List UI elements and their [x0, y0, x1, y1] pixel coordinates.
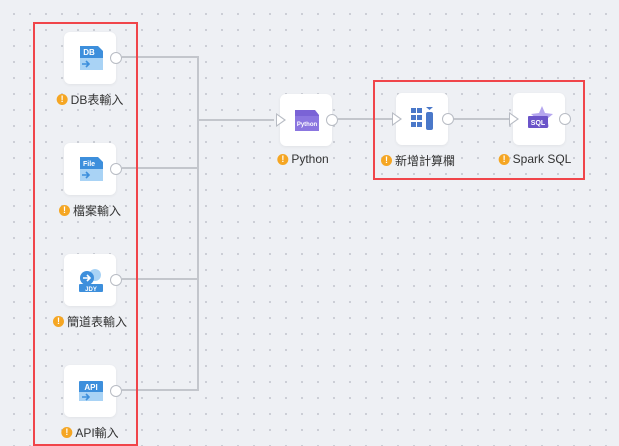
- warning-icon: !: [380, 155, 392, 166]
- node-label: !簡道表輸入: [52, 313, 128, 330]
- selection-box-transforms: [373, 80, 585, 180]
- svg-text:DB: DB: [83, 48, 95, 57]
- node-file-input[interactable]: File: [64, 143, 122, 195]
- node-add-calculated-column[interactable]: [392, 93, 454, 145]
- node-label: !API輸入: [61, 424, 119, 441]
- warning-icon: !: [58, 205, 70, 216]
- jdy-icon: JDY: [79, 269, 103, 293]
- warning-icon: !: [498, 153, 510, 165]
- output-port[interactable]: [442, 113, 454, 125]
- selection-box-inputs: [33, 22, 138, 446]
- node-label: !DB表輸入: [56, 91, 124, 108]
- node-api-input[interactable]: API: [64, 365, 122, 417]
- node-db-input[interactable]: DB: [64, 32, 122, 84]
- svg-text:File: File: [83, 161, 95, 168]
- output-port[interactable]: [110, 385, 122, 397]
- input-port[interactable]: [276, 113, 286, 127]
- svg-text:JDY: JDY: [85, 287, 97, 293]
- node-label: !Spark SQL: [498, 152, 572, 166]
- output-port[interactable]: [110, 163, 122, 175]
- python-icon: Python: [295, 110, 319, 131]
- spark-sql-icon: SQL: [528, 106, 553, 128]
- label-text: 檔案輸入: [72, 204, 122, 218]
- edge-api-python: [122, 120, 199, 391]
- node-label: !檔案輸入: [58, 202, 122, 219]
- node-label: !新增計算欄: [380, 152, 456, 169]
- calculated-column-icon: [411, 107, 433, 130]
- warning-icon: !: [56, 94, 68, 105]
- file-icon: File: [80, 157, 103, 181]
- label-text: API輸入: [75, 426, 119, 440]
- node-label: !Python: [277, 152, 329, 166]
- edge-db-python: [122, 56, 274, 121]
- database-icon: DB: [80, 46, 103, 70]
- label-text: 簡道表輸入: [66, 315, 128, 329]
- node-jdy-input[interactable]: JDY: [64, 254, 122, 306]
- api-icon: API: [79, 381, 103, 401]
- warning-icon: !: [52, 316, 64, 327]
- label-text: Python: [291, 152, 329, 166]
- warning-icon: !: [61, 427, 73, 438]
- node-python[interactable]: Python: [276, 94, 338, 146]
- warning-icon: !: [277, 153, 289, 165]
- label-text: 新增計算欄: [394, 154, 456, 168]
- output-port[interactable]: [110, 274, 122, 286]
- label-text: DB表輸入: [70, 93, 124, 107]
- input-port[interactable]: [509, 112, 519, 126]
- node-spark-sql[interactable]: SQL: [509, 93, 571, 145]
- svg-text:SQL: SQL: [531, 120, 546, 127]
- output-port[interactable]: [326, 114, 338, 126]
- svg-text:API: API: [84, 383, 97, 392]
- output-port[interactable]: [559, 113, 571, 125]
- label-text: Spark SQL: [512, 152, 572, 166]
- svg-text:Python: Python: [297, 122, 318, 128]
- input-port[interactable]: [392, 112, 402, 126]
- output-port[interactable]: [110, 52, 122, 64]
